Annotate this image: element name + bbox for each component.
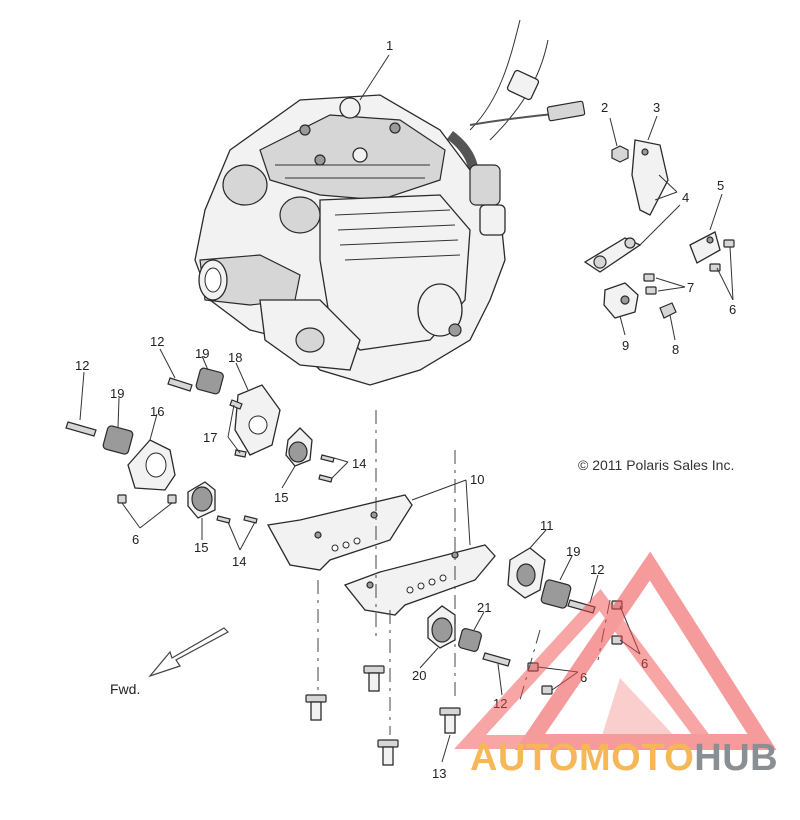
callout-12-left: 12: [75, 358, 89, 373]
callout-12-right: 12: [590, 562, 604, 577]
callout-18: 18: [228, 350, 242, 365]
forward-arrow: Fwd.: [110, 627, 229, 697]
callout-19-upper: 19: [195, 346, 209, 361]
callout-21: 21: [477, 600, 491, 615]
engine-mount-brackets: [266, 479, 496, 616]
callout-19-left: 19: [110, 386, 124, 401]
lower-right-mounts: [419, 529, 641, 696]
callout-8: 8: [672, 342, 679, 357]
callout-2: 2: [601, 100, 608, 115]
callout-15-lower: 15: [194, 540, 208, 555]
watermark-triangle-icon: [454, 551, 777, 750]
watermark-hub: HUB: [694, 737, 778, 779]
callout-6-lower-right: 6: [641, 656, 648, 671]
callout-6-right: 6: [729, 302, 736, 317]
callout-12-upper: 12: [150, 334, 164, 349]
callout-15-upper: 15: [274, 490, 288, 505]
callout-19-right: 19: [566, 544, 580, 559]
callout-6-left: 6: [132, 532, 139, 547]
callout-11: 11: [540, 518, 554, 533]
watermark-text: AUTOMOTOHUB: [470, 737, 778, 779]
left-engine-mounts: [65, 348, 349, 551]
automotohub-watermark: AUTOMOTOHUB: [454, 551, 778, 779]
callout-3: 3: [653, 100, 660, 115]
copyright-text: © 2011 Polaris Sales Inc.: [578, 457, 734, 473]
callout-1: 1: [386, 38, 393, 53]
callout-20: 20: [412, 668, 426, 683]
callout-17: 17: [203, 430, 217, 445]
callout-4: 4: [682, 190, 689, 205]
callout-9: 9: [622, 338, 629, 353]
watermark-automoto: AUTOMOTO: [470, 737, 694, 779]
forward-label: Fwd.: [110, 681, 140, 697]
callout-12-lower: 12: [493, 696, 507, 711]
callout-10: 10: [470, 472, 484, 487]
engine-assembly: [194, 19, 586, 386]
callout-14-lower: 14: [232, 554, 246, 569]
callout-13: 13: [432, 766, 446, 781]
callout-7: 7: [687, 280, 694, 295]
callout-16: 16: [150, 404, 164, 419]
right-engine-mount: [583, 115, 735, 341]
callout-labels: 1 2 3 4 5 6 7 8 9 10 11 12 12 12 12 13 1…: [75, 38, 736, 781]
callout-14-upper: 14: [352, 456, 366, 471]
callout-5: 5: [717, 178, 724, 193]
